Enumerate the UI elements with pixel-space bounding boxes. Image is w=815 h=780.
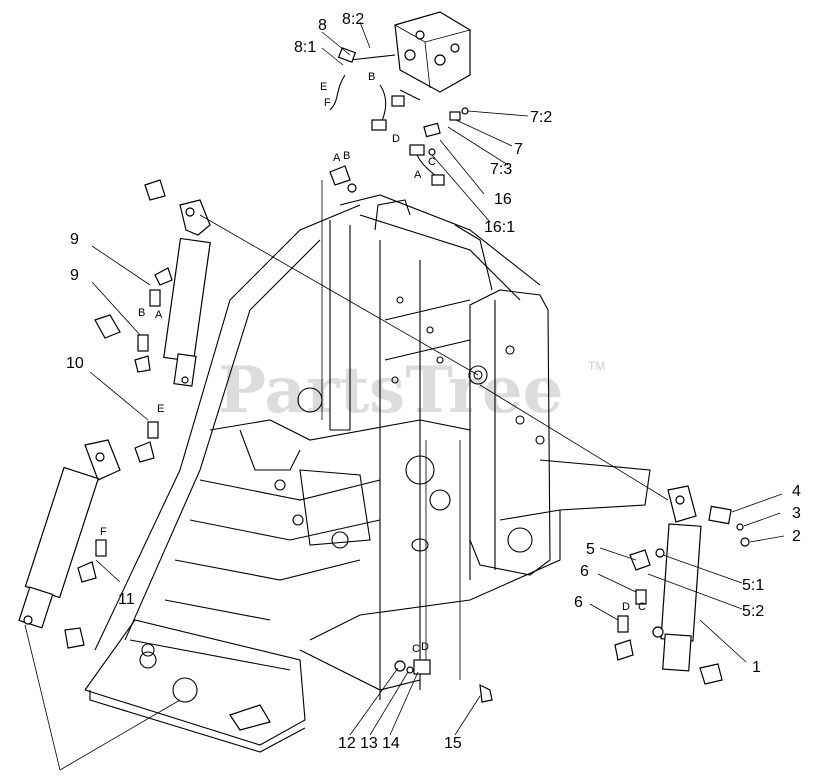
port-letter-right-d: D [622, 601, 630, 613]
port-letter-bottom-d: D [421, 641, 429, 653]
callout-9a: 9 [70, 231, 79, 248]
port-letter-top-a: A [414, 169, 422, 181]
port-letter-top-f: F [324, 97, 331, 109]
control-valve-assembly [394, 11, 471, 93]
callout-12: 12 [338, 735, 356, 752]
callout-13: 13 [360, 735, 378, 752]
callout-8: 8 [318, 17, 327, 34]
callout-16-1: 16:1 [484, 219, 515, 236]
callout-2: 2 [792, 528, 801, 545]
callout-7: 7 [514, 141, 523, 158]
callout-1: 1 [752, 659, 761, 676]
callout-7-2: 7:2 [530, 109, 552, 126]
watermark-text: PartsTree [218, 353, 563, 428]
port-letter-left-f: F [100, 526, 107, 538]
callout-6a: 6 [580, 563, 589, 580]
port-letter-mid-b: B [343, 150, 350, 162]
port-letter-top-b: B [368, 71, 375, 83]
port-letter-right-c: C [638, 601, 646, 613]
callout-5-1: 5:1 [742, 577, 764, 594]
callout-labels: 8 8:2 8:1 7:2 7 7:3 16 16:1 9 9 10 11 4 … [66, 11, 801, 752]
cylinder-left-upper [144, 179, 211, 387]
callout-8-2: 8:2 [342, 11, 364, 28]
port-letter-top-e: E [320, 81, 327, 93]
callout-10: 10 [66, 355, 84, 372]
right-fittings [614, 505, 750, 661]
callout-5: 5 [586, 541, 595, 558]
callout-11: 11 [118, 591, 135, 608]
left-fittings [77, 267, 173, 583]
cylinder-left-lower [18, 439, 121, 649]
leader-lines [24, 21, 785, 771]
bottom-hardware [229, 440, 493, 731]
mid-bracket-fitting [321, 165, 357, 420]
callout-16: 16 [494, 191, 512, 208]
port-letter-top-c: C [428, 156, 436, 168]
callout-9b: 9 [70, 267, 79, 284]
callout-6b: 6 [574, 594, 583, 611]
callout-5-2: 5:2 [742, 603, 764, 620]
callout-14: 14 [382, 735, 400, 752]
port-letters: E F B D C A A B B A E F D C C D [100, 71, 646, 655]
hydraulic-hoses-top [329, 47, 469, 186]
port-letter-left-a: A [155, 309, 163, 321]
port-letter-mid-a: A [333, 152, 341, 164]
callout-3: 3 [792, 505, 801, 522]
port-letter-left-b: B [138, 307, 145, 319]
port-letter-left-e: E [157, 403, 164, 415]
watermark-trademark: TM [588, 359, 605, 373]
callout-4: 4 [792, 483, 801, 500]
cylinder-right [652, 485, 723, 685]
callout-15: 15 [444, 735, 462, 752]
port-letter-top-d: D [392, 133, 400, 145]
port-letter-bottom-c: C [412, 643, 420, 655]
callout-8-1: 8:1 [294, 39, 316, 56]
callout-7-3: 7:3 [490, 161, 512, 178]
